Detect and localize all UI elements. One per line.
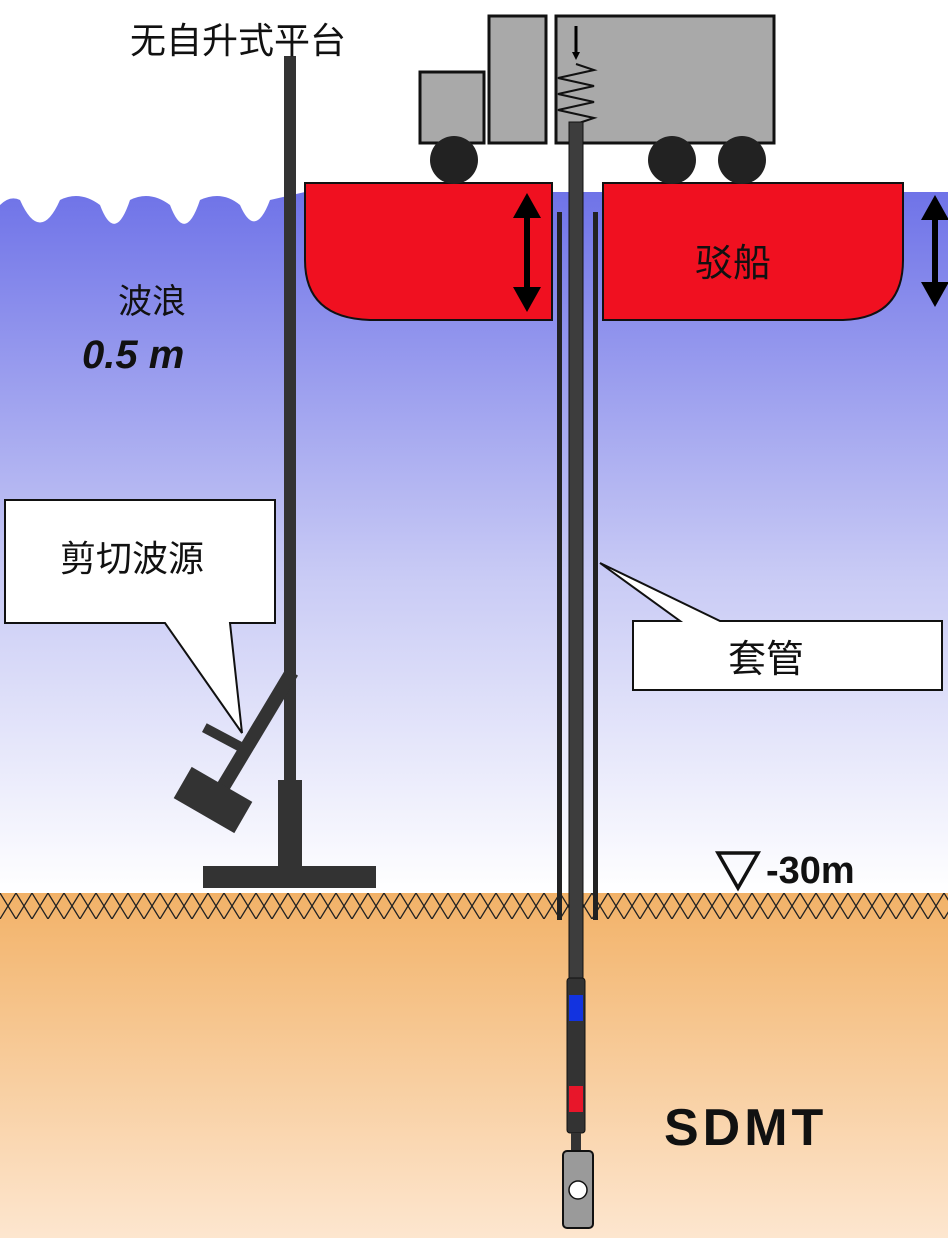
barge [304,182,904,321]
platform-footing [203,866,376,888]
truck-wheel [718,136,766,184]
cpt-truck [418,14,776,184]
red-marker [569,1086,583,1112]
push-rod [568,121,584,983]
wave-heave-arrow [921,195,948,307]
probe-neck [571,1133,581,1151]
wave-height-label: 0.5 m [82,333,185,377]
membrane [568,1180,588,1200]
probe-label: SDMT [664,1099,828,1157]
casing-callout [599,562,943,691]
truck-wheel [430,136,478,184]
platform-leg [284,56,296,781]
depth-marker-icon [714,851,762,892]
shear-source-callout [4,499,276,734]
casing-label: 套管 [728,637,805,681]
spring [557,63,598,125]
shear-source-hammer [173,668,299,834]
platform-label: 无自升式平台 [130,21,347,62]
blue-marker [569,995,583,1021]
truck-wheel [648,136,696,184]
shear-source-label: 剪切波源 [60,539,205,580]
seabed-hatch [0,893,948,919]
seabed [0,893,948,1238]
barge-label: 驳船 [695,241,772,285]
platform-leg-base [278,780,302,868]
casing-wall-left [557,212,562,920]
wave-label: 波浪 [118,282,186,322]
barge-heave-arrow [513,193,541,312]
depth-label: -30m [766,850,855,892]
casing-wall-right [593,212,598,920]
